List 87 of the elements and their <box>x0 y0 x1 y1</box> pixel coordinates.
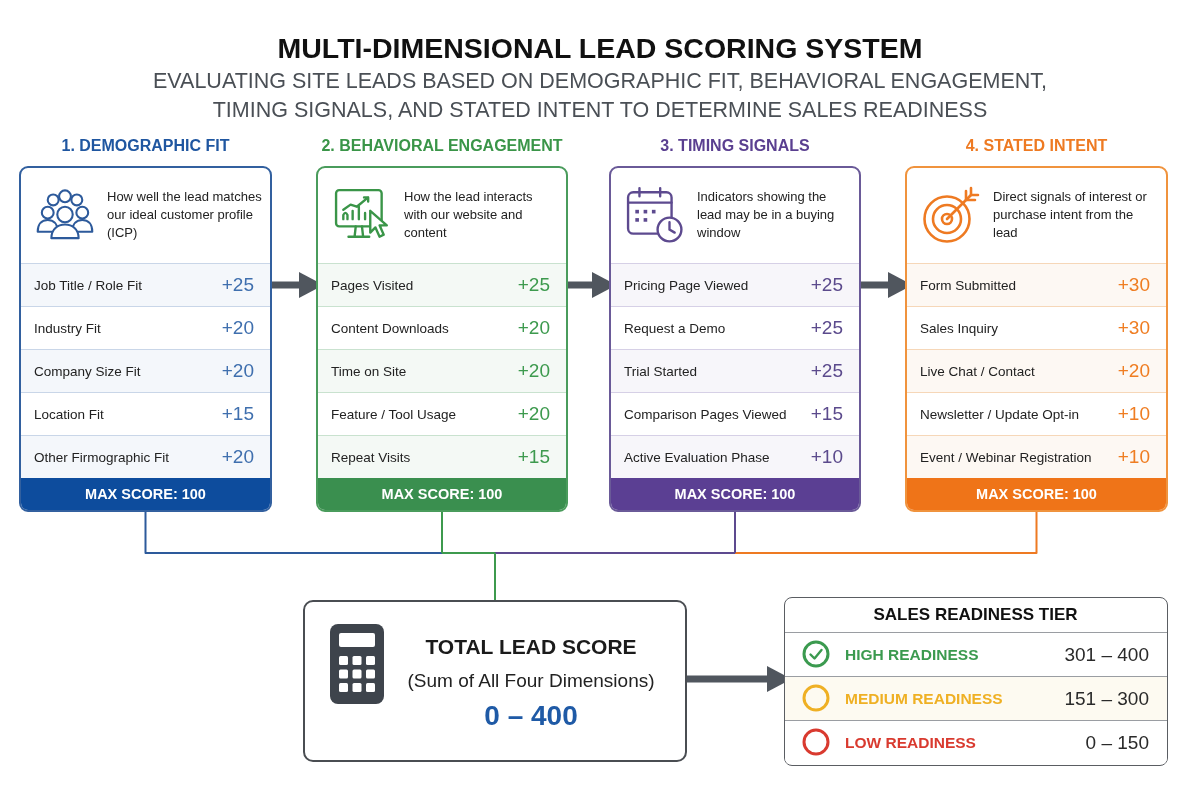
score-value: +30 <box>1117 317 1150 339</box>
score-value: +15 <box>810 403 843 425</box>
score-value: +10 <box>1117 446 1150 468</box>
column-heading: 4. STATED INTENT <box>965 136 1108 156</box>
score-row <box>21 263 270 306</box>
score-row <box>611 349 859 392</box>
connector-line <box>734 511 1038 554</box>
criterion-label: Job Title / Role Fit <box>34 277 143 293</box>
criterion-label: Content Downloads <box>331 320 449 336</box>
score-value: +25 <box>810 317 843 339</box>
tier-range: 301 – 400 <box>1064 643 1149 666</box>
score-value: +15 <box>221 403 254 425</box>
connector-line <box>494 552 736 554</box>
criterion-label: Pages Visited <box>331 277 414 293</box>
score-row <box>318 263 566 306</box>
score-value: +10 <box>1117 403 1150 425</box>
score-value: +30 <box>1117 274 1150 296</box>
score-value: +25 <box>810 360 843 382</box>
tier-range: 0 – 150 <box>1085 731 1149 754</box>
criterion-label: Pricing Page Viewed <box>624 277 749 293</box>
tier-row <box>785 720 1167 764</box>
max-score-bar: MAX SCORE: 100 <box>611 478 859 510</box>
score-row <box>318 349 566 392</box>
score-range: 0 – 400 <box>484 700 578 732</box>
criterion-label: Industry Fit <box>34 320 101 336</box>
score-row <box>611 263 859 306</box>
score-value: +20 <box>1117 360 1150 382</box>
diagram-title: MULTI-DIMENSIONAL LEAD SCORING SYSTEM <box>277 32 923 64</box>
criterion-label: Time on Site <box>331 363 407 379</box>
criterion-label: Form Submitted <box>920 277 1017 293</box>
score-value: +25 <box>810 274 843 296</box>
total-subtitle: (Sum of All Four Dimensions) <box>407 669 655 693</box>
score-value: +20 <box>517 317 550 339</box>
criterion-label: Sales Inquiry <box>920 320 999 336</box>
tier-table <box>784 597 1168 766</box>
tier-row <box>785 676 1167 720</box>
score-value: +20 <box>517 403 550 425</box>
criterion-label: Live Chat / Contact <box>920 363 1035 379</box>
score-row <box>907 349 1166 392</box>
score-value: +20 <box>517 360 550 382</box>
connector-line <box>734 511 736 554</box>
tier-label: HIGH READINESS <box>845 645 979 664</box>
score-row <box>907 435 1166 478</box>
max-score-bar: MAX SCORE: 100 <box>907 478 1166 510</box>
max-score-bar: MAX SCORE: 100 <box>318 478 566 510</box>
criterion-label: Request a Demo <box>624 320 726 336</box>
subtitle: EVALUATING SITE LEADS BASED ON DEMOGRAPHIC FIT, BEHAVIORAL ENGAGEMENT, TIMING SIGNALS, AND STATED INTENT TO DETERMINE SALES READINESS <box>152 68 1048 124</box>
tier-label: MEDIUM READINESS <box>845 689 1003 708</box>
connector-line <box>144 511 443 554</box>
score-value: +20 <box>221 360 254 382</box>
card-description: How well the lead matches our ideal customer profile (ICP) <box>107 188 263 242</box>
connector-line <box>441 552 496 554</box>
card-description: Indicators showing the lead may be in a buying window <box>697 188 836 242</box>
score-row <box>21 435 270 478</box>
tier-range: 151 – 300 <box>1064 687 1149 710</box>
criterion-label: Feature / Tool Usage <box>331 406 457 422</box>
score-value: +20 <box>221 446 254 468</box>
tier-heading: SALES READINESS TIER <box>873 604 1078 626</box>
column-heading: 3. TIMING SIGNALS <box>660 136 810 156</box>
card-description: How the lead interacts with our website and content <box>404 188 534 242</box>
criterion-label: Company Size Fit <box>34 363 141 379</box>
score-row <box>907 263 1166 306</box>
score-value: +15 <box>517 446 550 468</box>
criterion-label: Comparison Pages Viewed <box>624 406 787 422</box>
criterion-label: Repeat Visits <box>331 449 411 465</box>
connector-line <box>441 511 443 554</box>
criterion-label: Location Fit <box>34 406 104 422</box>
connector-line <box>494 552 496 601</box>
score-row <box>611 435 859 478</box>
column-heading: 2. BEHAVIORAL ENGAGEMENT <box>321 136 563 156</box>
criterion-label: Trial Started <box>624 363 698 379</box>
tier-label: LOW READINESS <box>845 733 976 752</box>
criterion-label: Active Evaluation Phase <box>624 449 770 465</box>
max-score-bar: MAX SCORE: 100 <box>21 478 270 510</box>
score-row <box>318 435 566 478</box>
criterion-label: Other Firmographic Fit <box>34 449 170 465</box>
column-heading: 1. DEMOGRAPHIC FIT <box>61 136 230 156</box>
score-row <box>21 349 270 392</box>
score-value: +20 <box>221 317 254 339</box>
score-value: +10 <box>810 446 843 468</box>
card-description: Direct signals of interest or purchase intent from the lead <box>993 188 1148 242</box>
score-value: +25 <box>517 274 550 296</box>
criterion-label: Event / Webinar Registration <box>920 449 1092 465</box>
score-value: +25 <box>221 274 254 296</box>
total-heading: TOTAL LEAD SCORE <box>425 634 637 660</box>
total-score-box <box>303 600 687 762</box>
criterion-label: Newsletter / Update Opt-in <box>920 406 1080 422</box>
